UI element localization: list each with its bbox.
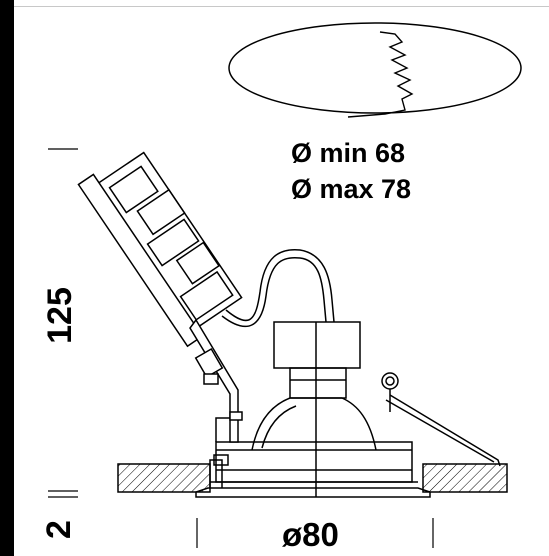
driver-box	[77, 151, 243, 348]
cutout-ellipse	[228, 22, 522, 114]
ceiling-right	[422, 463, 508, 493]
height-dimension-label: 125	[40, 287, 79, 344]
clip-ring	[381, 372, 399, 390]
cutout-max-label: Ø max 78	[291, 174, 412, 204]
ceiling-section	[117, 463, 508, 493]
lamp-holder-neck	[289, 367, 347, 399]
left-frame-bar	[0, 0, 14, 556]
diameter-dimension-label: ø80	[282, 516, 339, 553]
cutout-ellipse-view	[228, 22, 522, 118]
flange	[195, 487, 431, 498]
mounting-arm	[189, 318, 243, 443]
flange-dimension-label: 2	[39, 520, 78, 539]
cutout-min-label: Ø min 68	[291, 138, 406, 168]
cable	[221, 248, 335, 328]
trim-ring	[215, 441, 413, 483]
left-bracket	[209, 459, 223, 488]
dimension-marks	[48, 148, 434, 548]
luminaire-body	[195, 321, 501, 498]
ceiling-left	[117, 463, 211, 493]
lamp-holder-top	[273, 321, 361, 369]
cutout-saw-edge	[347, 31, 414, 118]
spring-clip	[389, 394, 501, 467]
top-frame-line	[14, 6, 549, 7]
